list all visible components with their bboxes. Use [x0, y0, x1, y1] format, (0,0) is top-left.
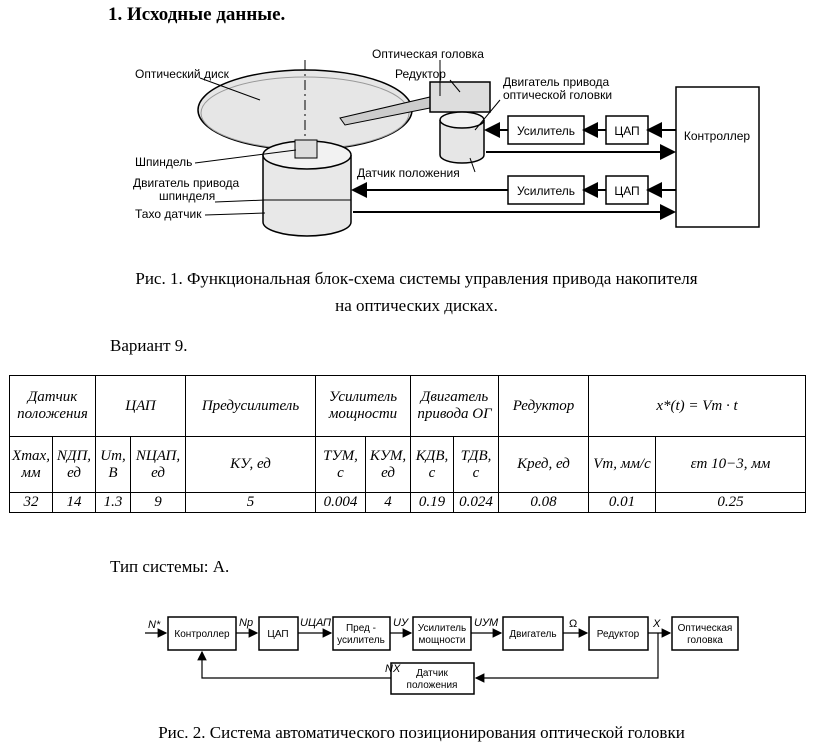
signal-uy: UУ: [393, 617, 409, 629]
param-ndac: NЦАП, ед: [130, 436, 186, 493]
svg-text:Усилитель: Усилитель: [517, 124, 575, 138]
svg-text:Усилитель: Усилитель: [418, 623, 466, 634]
signal-n-star: N*: [148, 619, 161, 631]
signal-nx: NX: [385, 663, 401, 675]
svg-text:Усилитель: Усилитель: [517, 184, 575, 198]
block-preamp: [332, 616, 391, 651]
svg-text:Оптический диск: Оптический диск: [135, 67, 230, 81]
svg-text:Тахо датчик: Тахо датчик: [135, 207, 202, 221]
value-vm: 0.01: [588, 492, 656, 513]
system-type-label: Тип системы: А.: [110, 557, 230, 576]
param-kdv: KДВ, с: [410, 436, 454, 493]
svg-text:мощности: мощности: [419, 635, 466, 646]
svg-text:ЦАП: ЦАП: [614, 124, 639, 138]
svg-text:Двигатель привода: Двигатель привода: [133, 176, 239, 190]
param-xmax: Xmax, мм: [9, 436, 53, 493]
param-tum: TУМ, с: [315, 436, 366, 493]
parameters-table: Датчик положения ЦАП Предусилитель Усили…: [9, 375, 806, 513]
signal-uum: UУМ: [474, 617, 499, 629]
param-em: εm 10−3, мм: [655, 436, 806, 493]
svg-text:Двигатель привода: Двигатель привода: [503, 75, 609, 89]
value-um: 1.3: [95, 492, 131, 513]
svg-text:положения: положения: [407, 680, 458, 691]
figure-2-block-diagram: Контроллер ЦАП Пред - усилитель Усилител…: [145, 616, 739, 695]
signal-x: X: [652, 618, 661, 630]
param-kred: Kред, ед: [498, 436, 589, 493]
svg-text:Двигатель: Двигатель: [509, 629, 556, 640]
value-ky: 5: [185, 492, 316, 513]
signal-udac: UЦАП: [300, 617, 331, 629]
svg-text:Редуктор: Редуктор: [597, 629, 640, 640]
param-ndp: NДП, ед: [52, 436, 96, 493]
block-optical-head: [671, 616, 739, 651]
value-tum: 0.004: [315, 492, 366, 513]
header-motor: Двигатель привода ОГ: [410, 375, 499, 437]
signal-omega: Ω: [569, 618, 577, 630]
svg-text:Оптическая головка: Оптическая головка: [372, 47, 484, 61]
svg-text:Редуктор: Редуктор: [395, 67, 446, 81]
param-um: Um, В: [95, 436, 131, 493]
reducer-block: [429, 81, 491, 113]
param-tdv: TДВ, с: [453, 436, 499, 493]
figure-1-caption-line1: Рис. 1. Функциональная блок-схема систем…: [135, 269, 698, 288]
value-ndp: 14: [52, 492, 96, 513]
value-ndac: 9: [130, 492, 186, 513]
param-kum: KУМ, ед: [365, 436, 411, 493]
controller-label-fig1: Контроллер: [684, 129, 751, 143]
variant-label: Вариант 9.: [110, 336, 188, 355]
block-reducer: [588, 616, 649, 651]
block-controller: [167, 616, 237, 651]
figure-1-caption: Рис. 1. Функциональная блок-схема систем…: [0, 265, 833, 319]
block-motor: [502, 616, 564, 651]
header-power-amp: Усилитель мощности: [315, 375, 411, 437]
figure-1-caption-line2: на оптических дисках.: [335, 296, 498, 315]
param-ky: KУ, ед: [185, 436, 316, 493]
svg-text:головка: головка: [687, 635, 723, 646]
section-title: 1. Исходные данные.: [108, 4, 286, 25]
block-power-amp: [412, 616, 472, 651]
block-position-sensor: [390, 662, 475, 695]
value-xmax: 32: [9, 492, 53, 513]
value-kdv: 0.19: [410, 492, 454, 513]
value-em: 0.25: [655, 492, 806, 513]
svg-text:Шпиндель: Шпиндель: [135, 155, 192, 169]
value-kum: 4: [365, 492, 411, 513]
header-dac: ЦАП: [95, 375, 186, 437]
svg-text:ЦАП: ЦАП: [614, 184, 639, 198]
header-sensor: Датчик положения: [9, 375, 96, 437]
header-preamp: Предусилитель: [185, 375, 316, 437]
header-law: x*(t) = Vm · t: [588, 375, 806, 437]
controller-box-fig1: [675, 86, 760, 228]
value-tdv: 0.024: [453, 492, 499, 513]
svg-text:Пред -: Пред -: [346, 623, 376, 634]
svg-text:Контроллер: Контроллер: [174, 629, 230, 640]
figure-1-diagram: Контроллер Усилитель ЦАП Усилитель ЦАП О…: [133, 47, 760, 240]
svg-text:шпинделя: шпинделя: [159, 189, 215, 203]
svg-text:оптической головки: оптической головки: [503, 88, 612, 102]
param-vm: Vm, мм/с: [588, 436, 656, 493]
svg-text:ЦАП: ЦАП: [267, 629, 288, 640]
header-reducer: Редуктор: [498, 375, 589, 437]
figure-2-caption: Рис. 2. Система автоматического позицион…: [158, 723, 685, 742]
signal-np: Np: [239, 617, 253, 629]
value-kred: 0.08: [498, 492, 589, 513]
svg-text:Датчик положения: Датчик положения: [357, 166, 460, 180]
svg-text:усилитель: усилитель: [337, 635, 385, 646]
svg-text:Датчик: Датчик: [416, 668, 448, 679]
svg-text:Оптическая: Оптическая: [678, 623, 733, 634]
